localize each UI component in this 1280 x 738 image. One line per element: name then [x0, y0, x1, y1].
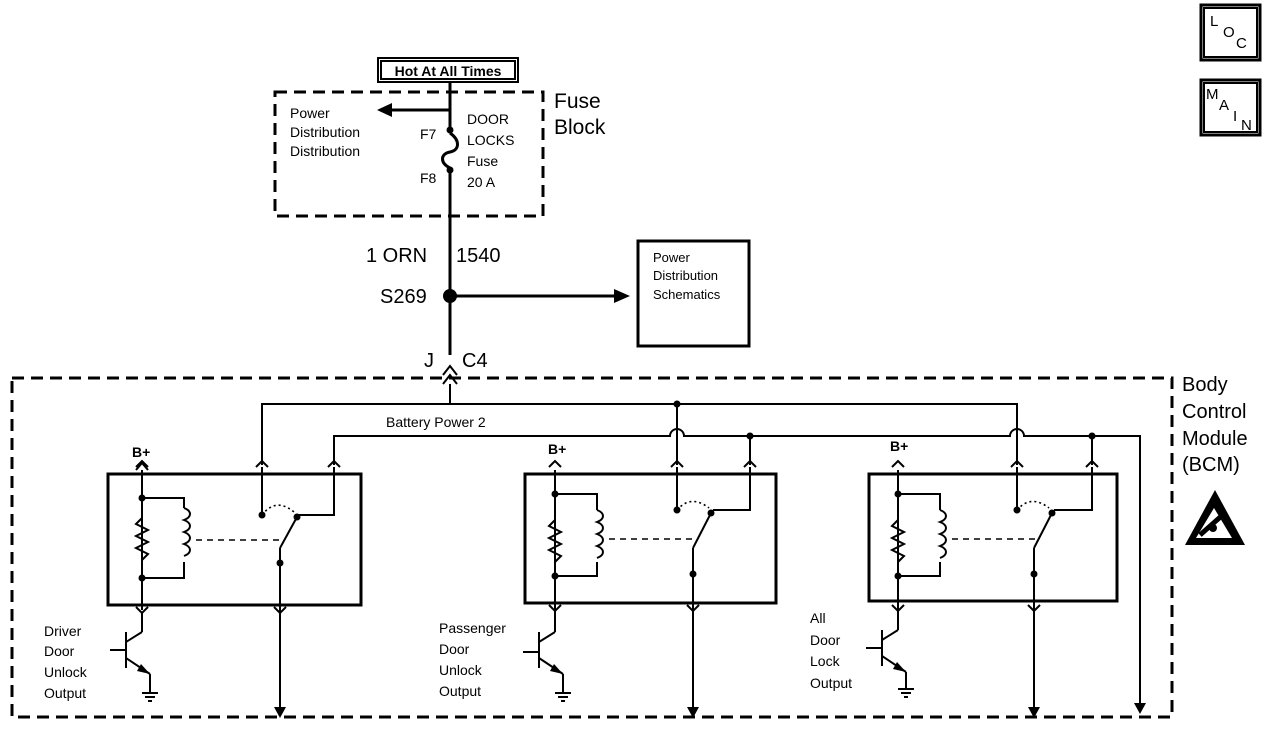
svg-text:Unlock: Unlock — [439, 662, 483, 678]
svg-text:LOCKS: LOCKS — [467, 132, 514, 148]
svg-text:Fuse: Fuse — [467, 153, 498, 169]
svg-text:M: M — [1206, 86, 1219, 103]
svg-text:Door: Door — [810, 632, 841, 648]
bcm-title: Body Control Module (BCM) — [1182, 374, 1248, 476]
splice-label: S269 — [380, 286, 427, 308]
loc-button[interactable]: L O C — [1199, 3, 1262, 62]
svg-text:O: O — [1223, 24, 1235, 41]
relay-driver-unlock: B+ Driver Door — [44, 444, 363, 718]
pin-f7: F7 — [420, 126, 437, 142]
svg-text:Control: Control — [1182, 401, 1246, 423]
passenger-output-label: Passenger Door Unlock Output — [439, 620, 506, 699]
svg-text:All: All — [810, 610, 826, 626]
svg-text:Body: Body — [1182, 374, 1228, 396]
svg-text:Passenger: Passenger — [439, 620, 506, 636]
relay-passenger-unlock: B+ — [523, 441, 778, 718]
svg-text:Power: Power — [653, 250, 691, 265]
bus-label: Battery Power 2 — [386, 414, 486, 430]
power-distribution-label: Power — [290, 105, 330, 121]
svg-text:J: J — [424, 350, 434, 372]
connector-c4: J C4 — [424, 350, 488, 385]
svg-text:Distribution: Distribution — [290, 124, 360, 140]
svg-text:Unlock: Unlock — [44, 664, 88, 680]
svg-text:Module: Module — [1182, 428, 1248, 450]
svg-text:Block: Block — [554, 116, 606, 139]
fuse-block: Fuse Block Power Distribution Distributi… — [273, 82, 606, 218]
svg-text:Hot At All Times: Hot At All Times — [395, 63, 502, 79]
svg-text:Output: Output — [810, 675, 852, 691]
svg-text:Output: Output — [439, 683, 481, 699]
wire-color: 1 ORN — [366, 245, 427, 267]
fuse-block-title: Fuse — [554, 90, 601, 113]
svg-text:Door: Door — [44, 643, 75, 659]
bcm-enclosure — [10, 376, 1174, 719]
svg-text:C4: C4 — [462, 350, 488, 372]
main-button[interactable]: M A I N — [1199, 78, 1262, 137]
svg-text:B+: B+ — [890, 438, 908, 454]
svg-text:20 A: 20 A — [467, 174, 496, 190]
svg-text:Distribution: Distribution — [290, 143, 360, 159]
esd-warning-icon — [1185, 490, 1245, 545]
fuse-label: DOOR — [467, 111, 509, 127]
wire-circuit: 1540 — [456, 245, 501, 267]
svg-text:L: L — [1210, 13, 1218, 30]
svg-text:A: A — [1219, 97, 1229, 114]
bus-battery-power-1 — [261, 403, 1018, 465]
svg-text:(BCM): (BCM) — [1182, 454, 1240, 476]
bus-battery-power-2 — [333, 428, 1141, 705]
svg-text:N: N — [1241, 117, 1252, 134]
hot-at-all-times-label: Hot At All Times — [377, 57, 519, 83]
svg-text:Driver: Driver — [44, 623, 82, 639]
power-distribution-schematics-link[interactable]: Power Distribution Schematics — [636, 239, 751, 348]
relay-all-door-lock: B+ — [866, 438, 1119, 718]
all-door-lock-output-label: All Door Lock Output — [810, 610, 852, 691]
svg-text:C: C — [1236, 35, 1247, 52]
svg-text:Schematics: Schematics — [653, 287, 721, 302]
svg-text:Distribution: Distribution — [653, 268, 718, 283]
svg-text:B+: B+ — [548, 441, 566, 457]
pin-f8: F8 — [420, 170, 437, 186]
svg-text:I: I — [1233, 108, 1237, 125]
svg-text:Lock: Lock — [810, 653, 841, 669]
svg-text:Door: Door — [439, 641, 470, 657]
svg-text:B+: B+ — [132, 444, 150, 460]
svg-text:Output: Output — [44, 685, 86, 701]
